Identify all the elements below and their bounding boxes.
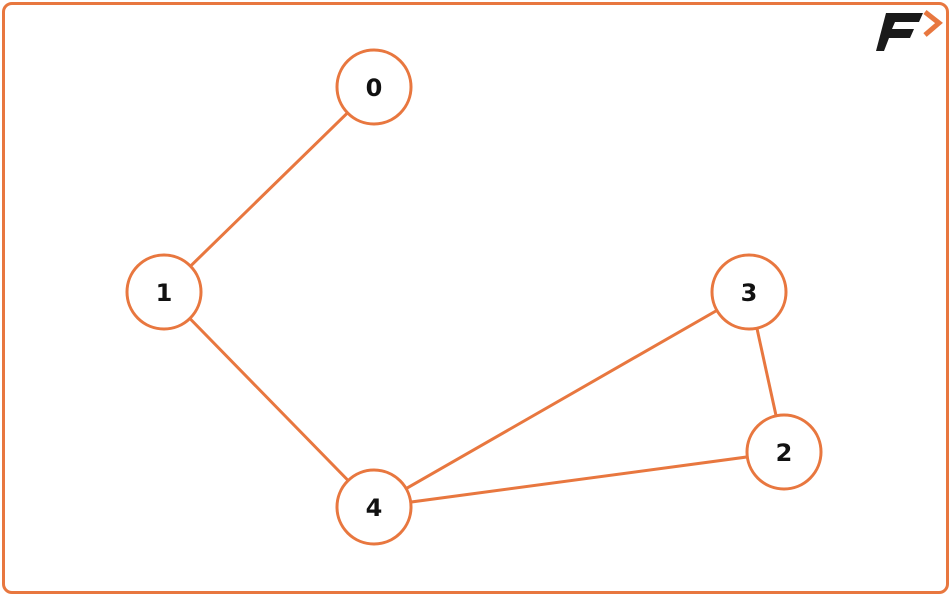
logo-letter-f bbox=[876, 13, 923, 51]
node-2: 2 bbox=[745, 413, 823, 491]
node-0: 0 bbox=[335, 48, 413, 126]
node-label-3: 3 bbox=[741, 279, 758, 307]
edge-1-4 bbox=[162, 290, 376, 509]
node-label-4: 4 bbox=[366, 494, 383, 522]
node-4: 4 bbox=[335, 468, 413, 546]
edge-4-3 bbox=[372, 290, 751, 509]
nodes-layer: 0 1 2 3 4 bbox=[125, 48, 823, 546]
node-label-1: 1 bbox=[156, 279, 173, 307]
edges-layer bbox=[162, 85, 786, 509]
node-1: 1 bbox=[125, 253, 203, 331]
node-circle-1 bbox=[125, 253, 203, 331]
node-label-0: 0 bbox=[366, 74, 383, 102]
edge-0-1 bbox=[162, 85, 376, 294]
f-arrow-logo bbox=[876, 10, 943, 51]
node-circle-0 bbox=[335, 48, 413, 126]
node-circle-3 bbox=[710, 253, 788, 331]
node-circle-2 bbox=[745, 413, 823, 491]
node-label-2: 2 bbox=[776, 439, 793, 467]
node-3: 3 bbox=[710, 253, 788, 331]
edge-4-2 bbox=[372, 450, 786, 509]
logo-arrow-chevron bbox=[923, 10, 943, 37]
node-circle-4 bbox=[335, 468, 413, 546]
